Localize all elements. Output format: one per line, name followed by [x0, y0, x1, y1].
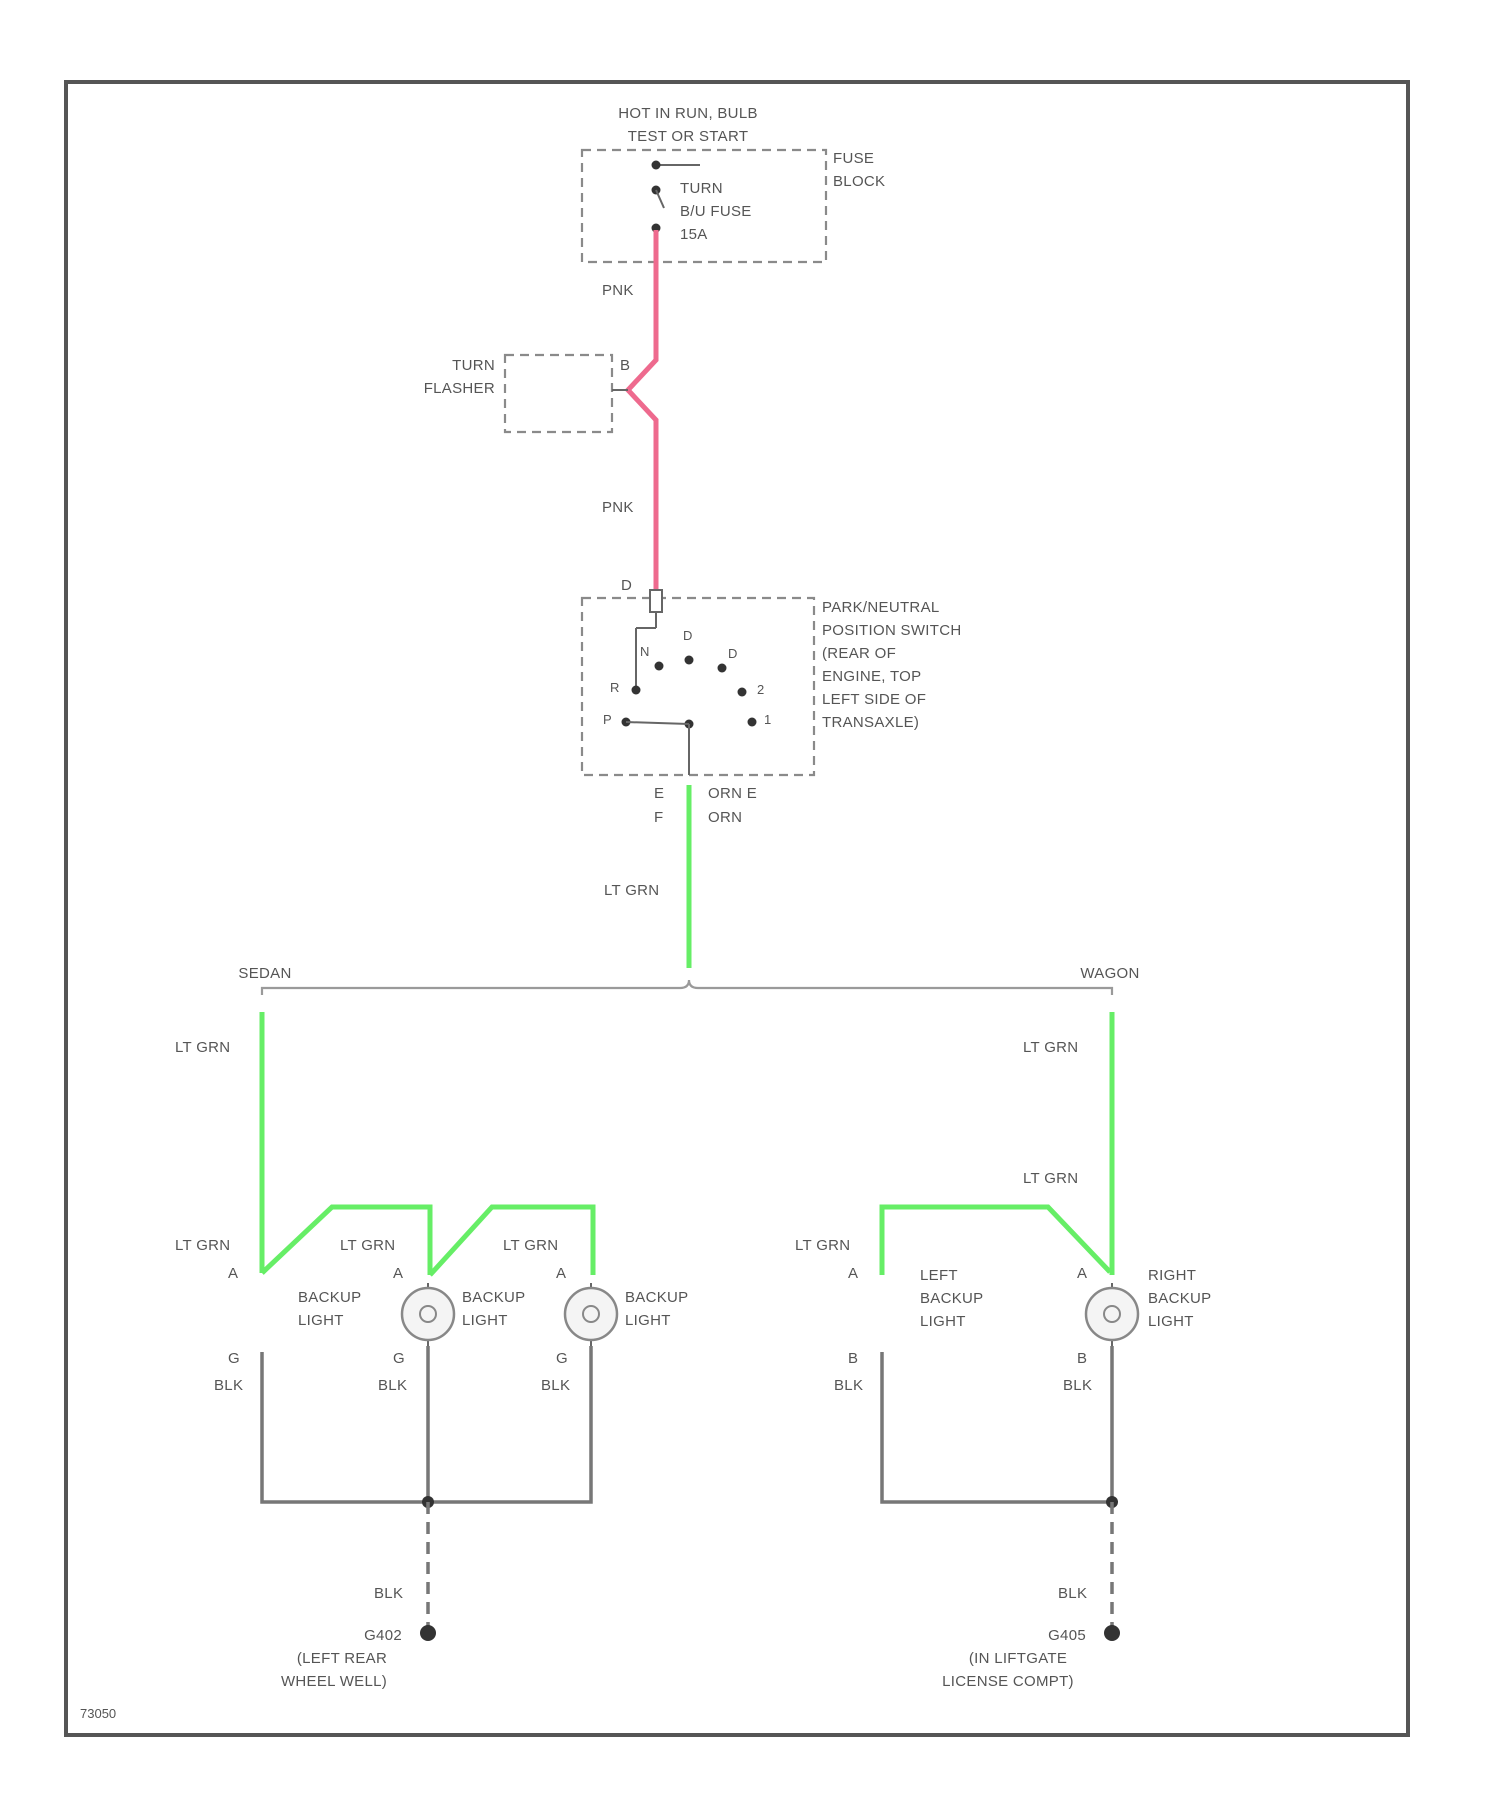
sedan-right-backup-light-bulb [565, 1283, 617, 1346]
pn-switch-out-pin-e: E [654, 785, 664, 802]
variant-sedan-label: SEDAN [238, 965, 291, 982]
pnk-wire-label-top: PNK [602, 282, 634, 299]
sedan-ground-label-1: (LEFT REAR [297, 1650, 387, 1667]
sedan-blk-wire-right [428, 1346, 591, 1502]
wagon-ltgrn-label-mid: LT GRN [1023, 1170, 1078, 1187]
fuse-label-3: 15A [680, 226, 708, 243]
pn-switch-out-wire-1: ORN E [708, 785, 757, 802]
sedan-right-light-label-2: LIGHT [625, 1312, 671, 1329]
power-source-label-2: TEST OR START [628, 128, 749, 145]
sedan-right-light-label-1: BACKUP [625, 1289, 689, 1306]
wagon-ground-label-1: (IN LIFTGATE [969, 1650, 1067, 1667]
sedan-ground-point [420, 1625, 436, 1641]
sedan-left-pin-a: A [228, 1265, 238, 1282]
turn-flasher-label-2: FLASHER [424, 380, 495, 397]
pn-switch-pos-d: D [683, 628, 692, 643]
sedan-left-pin-g: G [228, 1350, 240, 1367]
pn-switch-label-5: LEFT SIDE OF [822, 691, 926, 708]
turn-flasher-box [505, 355, 612, 432]
fuse-label-1: TURN [680, 180, 723, 197]
pn-switch-out-pin-f: F [654, 809, 663, 826]
sedan-ltgrn-label-top: LT GRN [175, 1039, 230, 1056]
wagon-right-backup-light-bulb [1086, 1283, 1138, 1346]
sedan-ltgrn-label-mid: LT GRN [340, 1237, 395, 1254]
fuse-block-label-1: FUSE [833, 150, 874, 167]
sedan-left-blk-label: BLK [214, 1377, 243, 1394]
figure-id: 73050 [80, 1706, 116, 1721]
wagon-ground-blk-label: BLK [1058, 1585, 1087, 1602]
fuse-label-2: B/U FUSE [680, 203, 752, 220]
pnk-wire-label-bottom: PNK [602, 499, 634, 516]
sedan-mid-pin-g: G [393, 1350, 405, 1367]
variant-bracket [262, 980, 1112, 995]
sedan-left-light-label-2: LIGHT [298, 1312, 344, 1329]
wagon-ltgrn-wire-left [882, 1207, 1110, 1275]
wagon-left-light-label-1: LEFT [920, 1267, 958, 1284]
wagon-right-blk-label: BLK [1063, 1377, 1092, 1394]
wagon-ltgrn-label-left: LT GRN [795, 1237, 850, 1254]
sedan-ground-blk-label: BLK [374, 1585, 403, 1602]
sedan-mid-blk-label: BLK [378, 1377, 407, 1394]
pn-switch-pos-d2: D [728, 646, 737, 661]
sedan-right-pin-g: G [556, 1350, 568, 1367]
wagon-left-pin-a: A [848, 1265, 858, 1282]
pn-switch-out-wire-2: ORN [708, 809, 742, 826]
pn-switch-pos-2: 2 [757, 682, 764, 697]
sedan-mid-light-label-1: BACKUP [462, 1289, 526, 1306]
sedan-blk-wire-left [262, 1352, 428, 1502]
turn-flasher-pin: B [620, 357, 630, 374]
sedan-right-pin-a: A [556, 1265, 566, 1282]
pn-switch-label-1: PARK/NEUTRAL [822, 599, 940, 616]
fuse-block-label-2: BLOCK [833, 173, 885, 190]
sedan-mid-pin-a: A [393, 1265, 403, 1282]
pn-switch-label-2: POSITION SWITCH [822, 622, 962, 639]
sedan-ground-id: G402 [364, 1627, 402, 1644]
pn-switch-pos-n: N [640, 644, 649, 659]
pn-switch-pos-1: 1 [764, 712, 771, 727]
wagon-left-pin-b: B [848, 1350, 858, 1367]
diagram-frame [66, 82, 1408, 1735]
wagon-right-pin-b: B [1077, 1350, 1087, 1367]
pn-switch-label-3: (REAR OF [822, 645, 896, 662]
sedan-ltgrn-label-right: LT GRN [503, 1237, 558, 1254]
wagon-ltgrn-label-top: LT GRN [1023, 1039, 1078, 1056]
pn-switch-pin-d: D [621, 577, 632, 594]
wagon-right-light-label-1: RIGHT [1148, 1267, 1196, 1284]
sedan-mid-backup-light-bulb [402, 1283, 454, 1346]
wagon-left-blk-label: BLK [834, 1377, 863, 1394]
wagon-right-light-label-2: BACKUP [1148, 1290, 1212, 1307]
sedan-ltgrn-label-left: LT GRN [175, 1237, 230, 1254]
wagon-left-light-label-2: BACKUP [920, 1290, 984, 1307]
wagon-ground-id: G405 [1048, 1627, 1086, 1644]
sedan-left-light-label-1: BACKUP [298, 1289, 362, 1306]
pn-switch-pos-r: R [610, 680, 619, 695]
pn-switch-label-4: ENGINE, TOP [822, 668, 921, 685]
sedan-mid-light-label-2: LIGHT [462, 1312, 508, 1329]
wagon-ground-label-2: LICENSE COMPT) [942, 1673, 1074, 1690]
wagon-left-light-label-3: LIGHT [920, 1313, 966, 1330]
pn-switch-label-6: TRANSAXLE) [822, 714, 919, 731]
sedan-right-blk-label: BLK [541, 1377, 570, 1394]
pn-switch-pos-p: P [603, 712, 612, 727]
wagon-ground-point [1104, 1625, 1120, 1641]
power-source-label-1: HOT IN RUN, BULB [618, 105, 758, 122]
wagon-blk-wire-left [882, 1352, 1112, 1502]
wagon-right-light-label-3: LIGHT [1148, 1313, 1194, 1330]
turn-flasher-label-1: TURN [452, 357, 495, 374]
pn-switch-connector [650, 590, 662, 612]
variant-wagon-label: WAGON [1080, 965, 1139, 982]
wagon-right-pin-a: A [1077, 1265, 1087, 1282]
ltgrn-trunk-label: LT GRN [604, 882, 659, 899]
sedan-ground-label-2: WHEEL WELL) [281, 1673, 387, 1690]
